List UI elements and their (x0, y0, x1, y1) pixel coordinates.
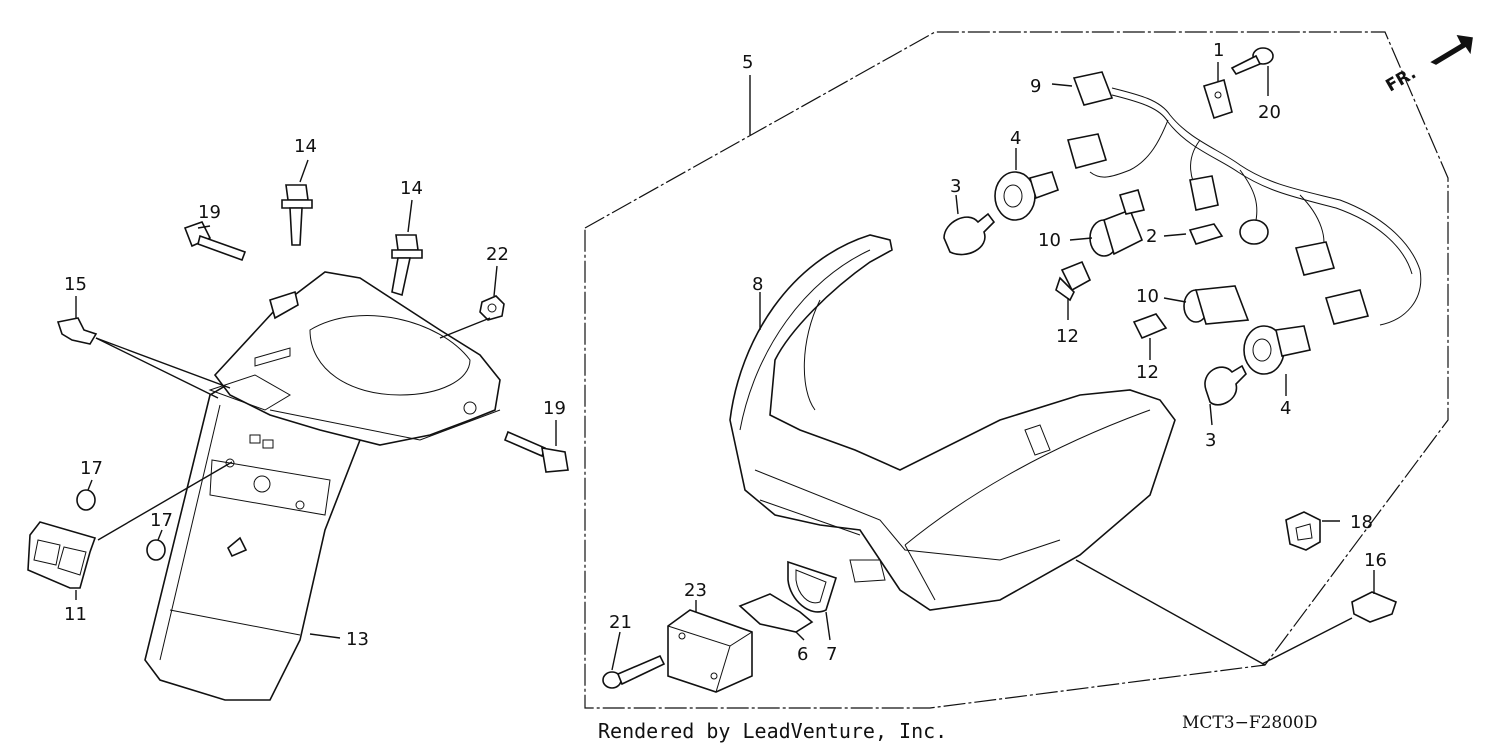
grommet-17-left[interactable] (76, 489, 96, 511)
bolt-14-left[interactable] (281, 184, 313, 246)
socket-10-lower[interactable] (1183, 285, 1250, 325)
credit-line: Rendered by LeadVenture, Inc. (598, 719, 947, 743)
callout-12-lower: 12 (1136, 362, 1159, 383)
assembly-boundary (584, 31, 1449, 709)
screw-20[interactable] (1230, 47, 1274, 75)
callout-4-lower: 4 (1280, 398, 1291, 419)
taillight-lens[interactable] (729, 234, 1176, 611)
bulb-2[interactable] (1188, 223, 1224, 245)
callout-labels: 5 1 20 9 4 3 10 12 2 10 12 4 3 8 18 16 2… (64, 40, 1387, 665)
clip-18[interactable] (1285, 511, 1321, 551)
diagram-code: MCT3−F2800D (1182, 713, 1318, 733)
callout-9: 9 (1030, 76, 1041, 97)
bolt-19-lower[interactable] (503, 430, 569, 473)
callout-20: 20 (1258, 102, 1281, 123)
nut-22[interactable] (479, 295, 505, 321)
bolt-14-right[interactable] (391, 234, 423, 297)
callout-13: 13 (346, 629, 369, 650)
clip-16[interactable] (1351, 591, 1397, 623)
callout-8: 8 (752, 274, 763, 295)
bulb-3-upper[interactable] (943, 212, 996, 256)
socket-4-upper[interactable] (994, 171, 1060, 221)
callout-2: 2 (1146, 226, 1157, 247)
callout-1: 1 (1213, 40, 1224, 61)
callout-19-upper: 19 (198, 202, 221, 223)
callout-5: 5 (742, 52, 753, 73)
bulb-12-upper[interactable] (1055, 260, 1092, 302)
grommet-17-right[interactable] (146, 539, 166, 561)
socket-4-lower[interactable] (1243, 325, 1311, 375)
front-direction-label: FR. (1383, 63, 1420, 96)
callout-14-right: 14 (400, 178, 423, 199)
callout-11: 11 (64, 604, 87, 625)
reflector-11[interactable] (27, 521, 97, 589)
cover-6[interactable] (738, 593, 814, 633)
callout-10-lower: 10 (1136, 286, 1159, 307)
bolt-19-upper[interactable] (183, 221, 247, 262)
callout-17-left: 17 (80, 458, 103, 479)
callout-3-lower: 3 (1205, 430, 1216, 451)
callout-12-upper: 12 (1056, 326, 1079, 347)
gasket-7[interactable] (787, 560, 837, 613)
callout-16: 16 (1364, 550, 1387, 571)
callout-6: 6 (797, 644, 808, 665)
callout-4-upper: 4 (1010, 128, 1021, 149)
callout-7: 7 (826, 644, 837, 665)
license-light-23[interactable] (667, 609, 753, 693)
bracket-1[interactable] (1202, 78, 1233, 120)
callout-23: 23 (684, 580, 707, 601)
callout-19-lower: 19 (543, 398, 566, 419)
callout-18: 18 (1350, 512, 1373, 533)
callout-17-right: 17 (150, 510, 173, 531)
socket-10-upper[interactable] (1089, 189, 1146, 257)
wiring-harness[interactable] (1066, 71, 1422, 326)
bulb-3-lower[interactable] (1204, 364, 1247, 406)
callout-14-left: 14 (294, 136, 317, 157)
callout-10-upper: 10 (1038, 230, 1061, 251)
callout-3-upper: 3 (950, 176, 961, 197)
clip-15[interactable] (56, 317, 98, 345)
fender-upper-section[interactable] (208, 271, 501, 446)
screw-21[interactable] (602, 654, 666, 689)
front-direction-arrow: FR. (1383, 34, 1473, 96)
callout-15: 15 (64, 274, 87, 295)
leader-lines (75, 62, 1375, 671)
callout-22: 22 (486, 244, 509, 265)
bulb-12-lower[interactable] (1132, 313, 1168, 340)
callout-21: 21 (609, 612, 632, 633)
